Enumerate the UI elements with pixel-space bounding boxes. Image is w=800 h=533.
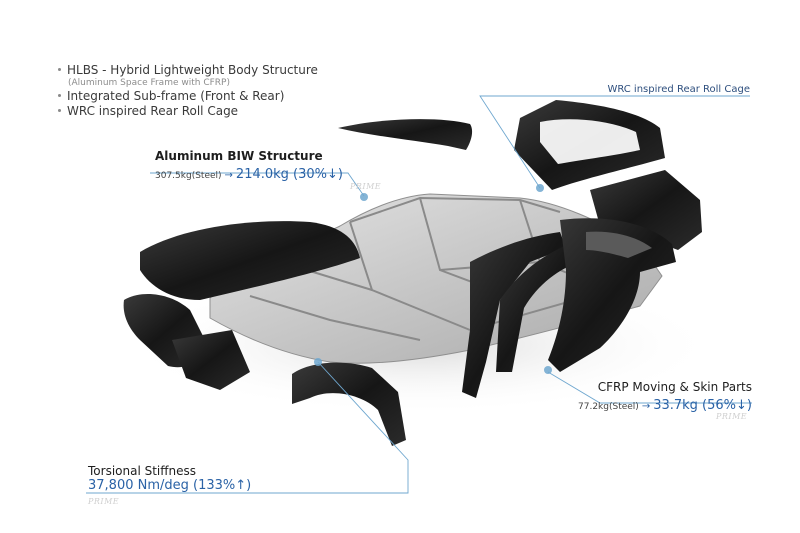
- bullet-dot: [58, 94, 61, 98]
- weight-from: 307.5kg(Steel): [155, 170, 222, 181]
- callout-cfrp: CFRP Moving & Skin Parts 77.2kg(Steel)→3…: [578, 380, 752, 414]
- bullet-text: WRC inspired Rear Roll Cage: [67, 103, 239, 118]
- callout-weight: 307.5kg(Steel)→214.0kg (30%↓): [155, 164, 343, 183]
- watermark: PRIME: [350, 182, 382, 191]
- stiffness-value: 37,800 Nm/deg (133%↑): [88, 477, 252, 493]
- callout-torsional-stiffness: Torsional Stiffness 37,800 Nm/deg (133%↑…: [88, 464, 252, 494]
- bullet-roll-cage: WRC inspired Rear Roll Cage: [58, 103, 318, 119]
- bullet-text: Integrated Sub-frame (Front & Rear): [67, 89, 285, 104]
- callout-weight: 77.2kg(Steel)→33.7kg (56%↓): [578, 395, 752, 414]
- leader-aluminum: [150, 172, 365, 197]
- bullet-text: HLBS - Hybrid Lightweight Body Structure: [67, 63, 318, 77]
- weight-arrow: →: [641, 400, 651, 412]
- cfrp-hood: [140, 221, 360, 300]
- weight-arrow: →: [224, 169, 233, 181]
- watermark: PRIME: [716, 412, 748, 421]
- weight-to: 33.7kg (56%↓): [653, 397, 752, 413]
- callout-title: CFRP Moving & Skin Parts: [597, 380, 752, 394]
- callout-title: Torsional Stiffness: [88, 464, 197, 478]
- bullet-hlbs: HLBS - Hybrid Lightweight Body Structure: [58, 63, 318, 78]
- bullet-hlbs-sub: (Aluminum Space Frame with CFRP): [68, 77, 230, 88]
- leader-lines: [86, 95, 752, 494]
- callout-aluminum-biw: Aluminum BIW Structure 307.5kg(Steel)→21…: [155, 149, 343, 183]
- rear-window-opening: [540, 119, 640, 164]
- feature-bullet-list: HLBS - Hybrid Lightweight Body Structure…: [58, 63, 318, 120]
- callout-wrc-roll-cage: WRC inspired Rear Roll Cage: [607, 84, 750, 95]
- door-frame: [496, 242, 580, 372]
- cfrp-front-fender: [292, 362, 406, 446]
- cfrp-roof-panel: [338, 119, 473, 150]
- rear-quarter-glass: [586, 231, 652, 258]
- marker-stiffness: [314, 358, 322, 366]
- leader-stiffness: [86, 361, 409, 494]
- callout-title: Aluminum BIW Structure: [155, 149, 323, 163]
- bullet-subframe: Integrated Sub-frame (Front & Rear): [58, 89, 318, 104]
- cfrp-door: [462, 232, 566, 398]
- bullet-dot: [58, 68, 61, 71]
- marker-aluminum: [360, 193, 368, 201]
- marker-cfrp: [544, 366, 552, 374]
- watermark: PRIME: [88, 497, 120, 506]
- bullet-dot: [58, 108, 61, 112]
- leader-markers: [314, 184, 552, 374]
- cfrp-rear-quarter: [548, 218, 676, 372]
- cfrp-front-lower: [172, 330, 250, 390]
- weight-to: 214.0kg (30%↓): [235, 166, 343, 182]
- leader-wrc: [479, 95, 750, 189]
- leader-cfrp: [547, 371, 752, 404]
- marker-wrc: [536, 184, 544, 192]
- weight-from: 77.2kg(Steel): [578, 401, 639, 412]
